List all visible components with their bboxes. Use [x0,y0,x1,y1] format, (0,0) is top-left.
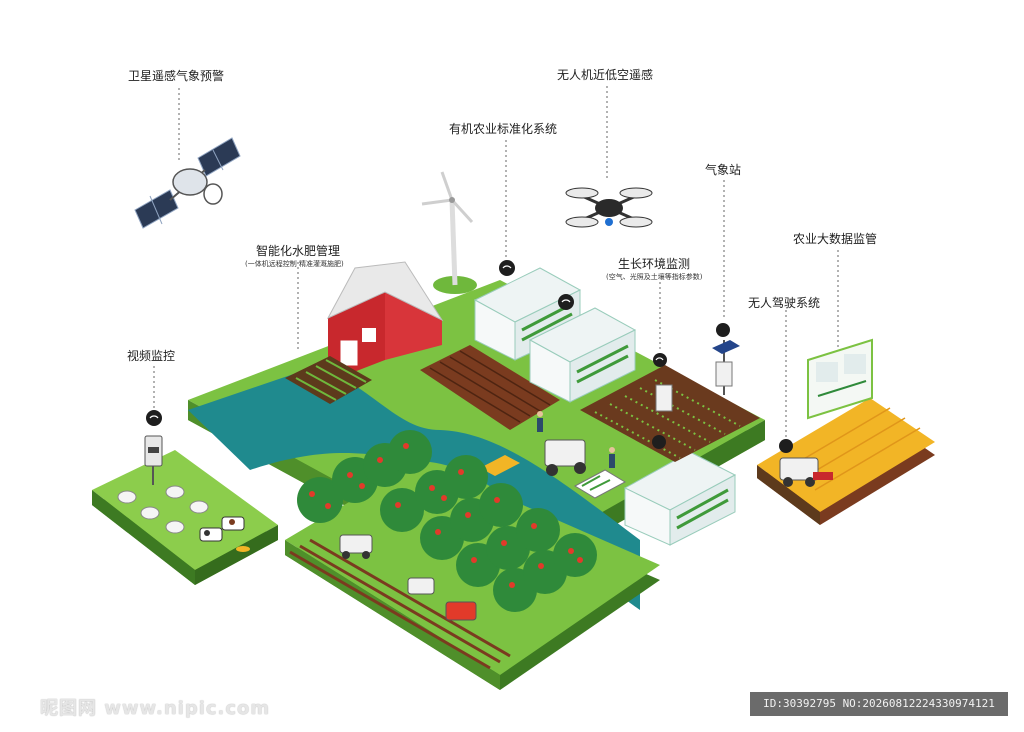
label-big-data: 农业大数据监管 [793,232,878,246]
wind-turbine-icon [421,171,477,294]
plowed-field [420,345,560,430]
label-satellite: 卫星遥感气象预警 [128,69,225,83]
camera-pole-icon [144,435,163,485]
orchard-trees [297,430,597,612]
orchard-robots [339,534,477,621]
river [188,365,640,610]
label-organic: 有机农业标准化系统 [449,122,558,136]
tree [297,430,597,612]
seedling-tables [573,469,627,499]
label-autonomous: 无人驾驶系统 [748,296,821,310]
label-fertigation-sub: (一体机远程控制 精准灌溉施肥) [245,260,344,268]
label-growth-env-sub: (空气、光照及土壤等指标参数) [606,273,703,281]
harvester-icon [779,457,833,487]
sprout-field [580,365,760,462]
greenhouse-3 [623,451,737,546]
bridge [480,455,520,476]
farmer-figures [537,411,615,468]
leader-lines [153,86,839,438]
fertigation-bed [285,356,372,404]
label-fertigation: 智能化水肥管理 [256,244,341,258]
livestock [117,485,250,552]
drone-icon [565,187,653,228]
label-growth-env: 生长环境监测 [618,257,691,271]
weather-station-icon [712,340,740,395]
watermark-id: ID:30392795 NO:20260812224330974121 [750,692,1008,716]
satellite-icon [134,137,241,229]
pasture-platform [92,450,278,585]
wheat-platform [757,398,935,525]
barn-icon [326,261,444,382]
watermark-site: 昵图网 www.nipic.com [40,698,271,719]
monitor-display-icon [807,338,873,420]
label-video: 视频监控 [127,349,176,363]
label-drone: 无人机近低空遥感 [557,68,654,82]
tractor-icon [544,439,586,476]
label-weather-station: 气象站 [705,163,742,177]
wifi-signal-icons [146,260,793,453]
greenhouse-2 [528,307,637,403]
